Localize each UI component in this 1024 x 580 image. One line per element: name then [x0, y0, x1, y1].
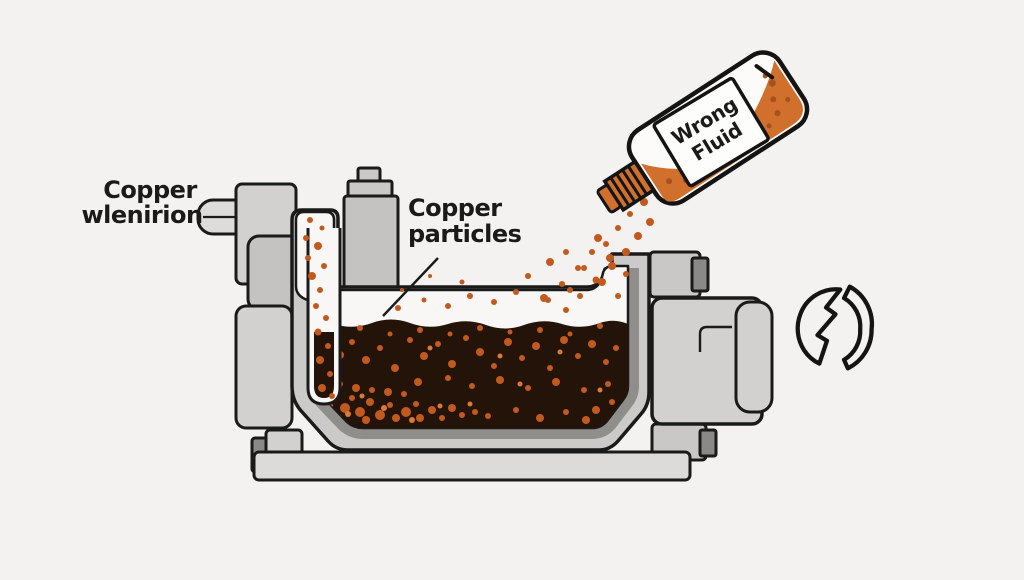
left-bracket: [234, 304, 294, 430]
base-plate: [252, 450, 692, 482]
caption-copper-retention-line2: wlenirion: [81, 201, 202, 229]
broken-piece-right: [841, 284, 875, 371]
bottle-gloss-line: [754, 64, 775, 80]
broken-piece-left: [795, 287, 843, 366]
right-bottom-tab-cap: [698, 428, 718, 458]
right-block-detail-line: [698, 325, 732, 352]
filler-cap-tower: [342, 166, 400, 296]
leader-line: [382, 257, 439, 317]
wrong-fluid-bottle: Wrong Fluid: [596, 50, 810, 214]
caption-copper-particles-line1: Copper: [408, 194, 502, 222]
broken-part-icon: [795, 284, 875, 371]
cap-tower-body: [342, 194, 400, 296]
tube-particles: [303, 217, 335, 399]
caption-copper-particles: Copper particles: [382, 194, 522, 317]
thread-ridge: [609, 176, 631, 207]
thread-ridge: [626, 165, 649, 196]
caption-copper-particles-line2: particles: [408, 220, 522, 248]
bottle-mouth: [596, 184, 622, 214]
caption-copper-retention: Copper wlenirion: [81, 176, 203, 229]
right-top-tab-cap: [690, 256, 710, 293]
bottle-label-plate: [652, 76, 770, 188]
fluid-particles-bright: [345, 345, 603, 423]
thread-ridge: [621, 169, 643, 200]
fluid-particles: [323, 323, 625, 424]
right-housing-assembly: [648, 250, 774, 462]
pour-stream-particles: [545, 198, 654, 313]
right-end-lobe: [734, 300, 774, 414]
thread-ridge: [615, 172, 637, 203]
caption-copper-retention-line1: Copper: [103, 176, 197, 204]
